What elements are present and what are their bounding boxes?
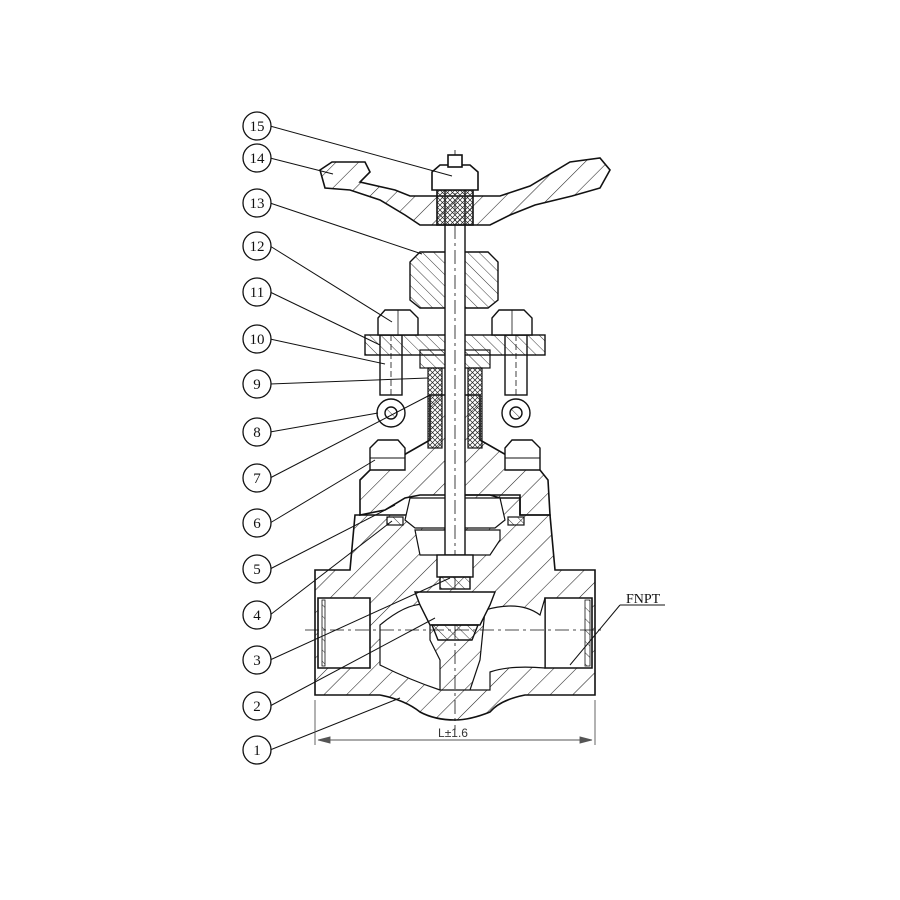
callout-7: 7 (242, 463, 272, 493)
callout-number: 5 (253, 562, 261, 578)
callout-number: 7 (253, 471, 261, 487)
callout-9: 9 (242, 369, 272, 399)
callout-number: 8 (253, 425, 261, 441)
gasket (386, 516, 525, 526)
callout-number: 14 (250, 151, 266, 167)
handwheel (319, 154, 611, 226)
callout-10: 10 (242, 324, 272, 354)
callout-12: 12 (242, 231, 272, 261)
callout-number: 4 (253, 608, 261, 624)
callout-number: 13 (250, 196, 265, 212)
bonnet-bolts (369, 439, 541, 471)
disc (413, 591, 497, 641)
callout-number: 1 (253, 743, 261, 759)
callout-number: 2 (253, 699, 261, 715)
callout-number: 10 (250, 332, 265, 348)
callout-number: 6 (253, 516, 261, 532)
callout-14: 14 (242, 143, 272, 173)
length-dimension (314, 700, 596, 745)
callout-15: 15 (242, 111, 272, 141)
callout-1: 1 (242, 735, 272, 765)
callout-number: 15 (250, 119, 265, 135)
callout-number: 11 (250, 285, 264, 301)
callout-11: 11 (242, 277, 272, 307)
callout-5: 5 (242, 554, 272, 584)
callout-6: 6 (242, 508, 272, 538)
end-connection-label: FNPT (626, 592, 661, 607)
callout-bubbles: 15 14 13 12 11 10 9 8 (242, 111, 272, 765)
callout-13: 13 (242, 188, 272, 218)
leader-lines (269, 125, 665, 751)
callout-3: 3 (242, 645, 272, 675)
callout-2: 2 (242, 691, 272, 721)
callout-number: 9 (253, 377, 261, 393)
callout-4: 4 (242, 600, 272, 630)
callout-number: 3 (253, 653, 261, 669)
callout-8: 8 (242, 417, 272, 447)
callout-number: 12 (250, 239, 265, 255)
length-dimension-label: L±1.6 (438, 726, 468, 740)
